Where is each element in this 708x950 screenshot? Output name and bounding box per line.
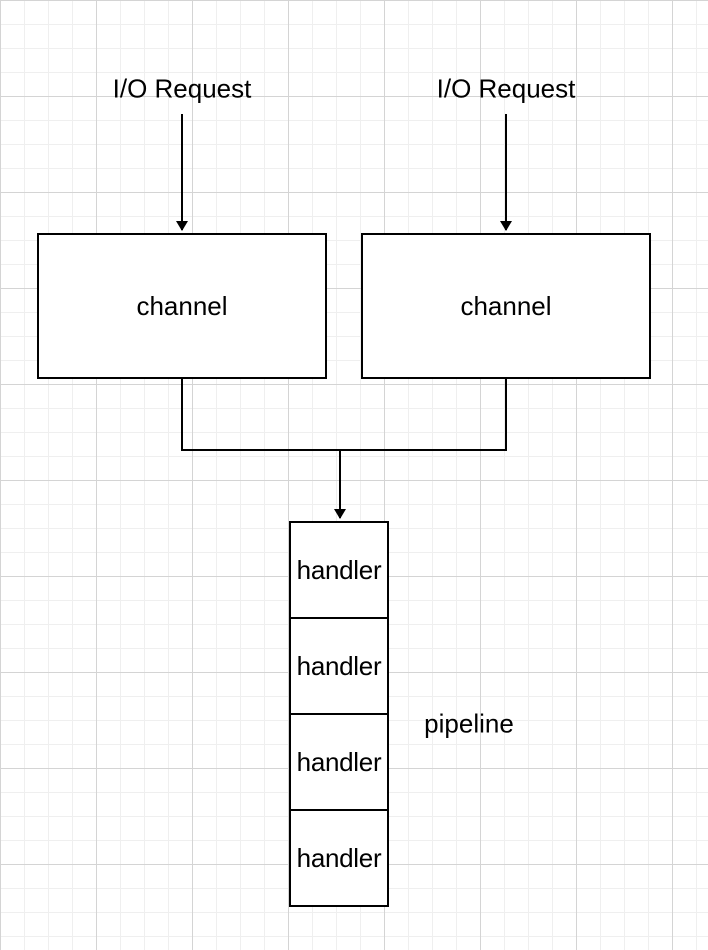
handler-box-4: handler: [289, 809, 389, 907]
pipeline-label: pipeline: [424, 708, 514, 739]
handler-box-3: handler: [289, 713, 389, 811]
io-request-label-left: I/O Request: [112, 73, 252, 104]
channel-box-left: channel: [37, 233, 327, 379]
io-request-label-right: I/O Request: [436, 73, 576, 104]
handler-box-1: handler: [289, 521, 389, 619]
channel-connector-right: [340, 378, 507, 451]
channel-box-right: channel: [361, 233, 651, 379]
handler-box-2: handler: [289, 617, 389, 715]
channel-connector-left: [181, 378, 340, 451]
